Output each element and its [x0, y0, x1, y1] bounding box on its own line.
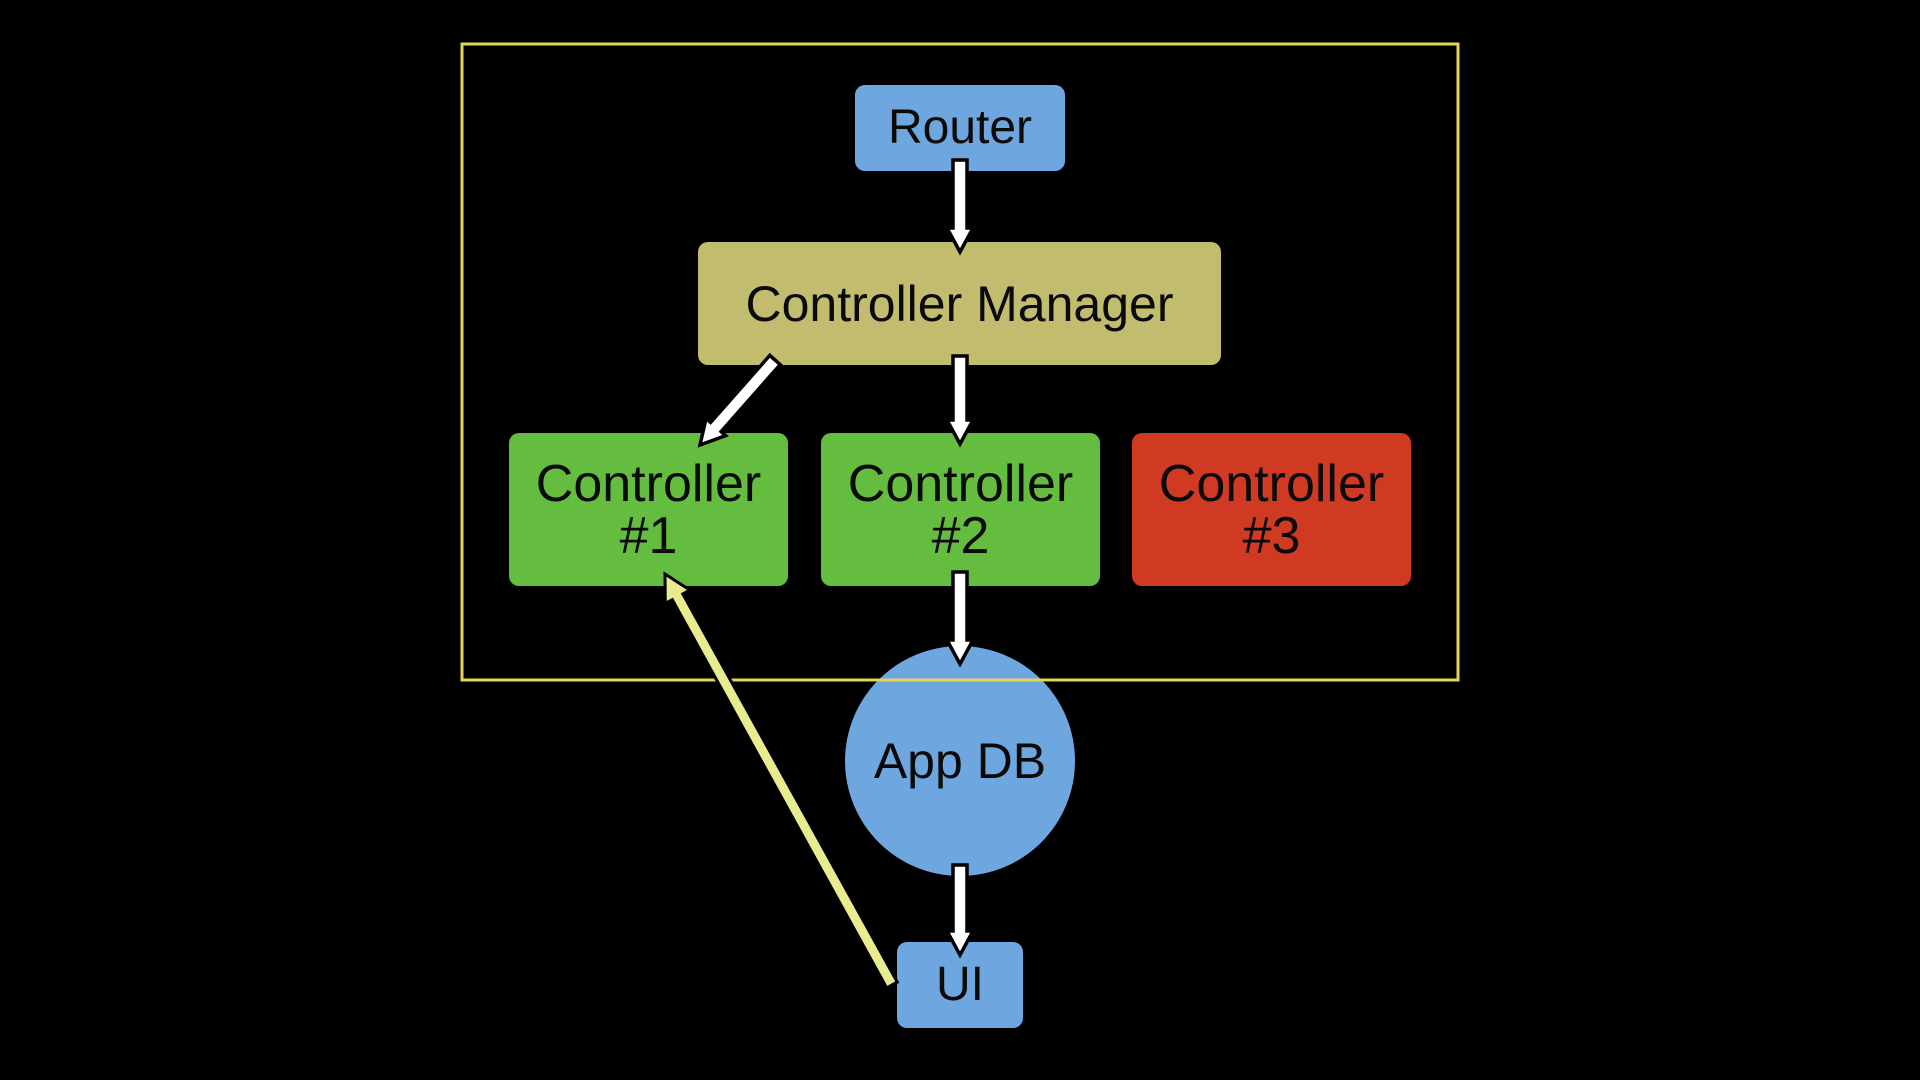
app-db-label: App DB: [873, 733, 1047, 789]
controller-3-node: Controller #3: [1132, 433, 1411, 586]
controller-manager-label: Controller Manager: [745, 275, 1174, 332]
controller-2-node: Controller #2: [821, 433, 1100, 586]
ui-node: UI: [897, 942, 1023, 1028]
controller-1-node: Controller #1: [509, 433, 788, 586]
app-db-node: App DB: [845, 646, 1075, 876]
arrow-manager-controller1: [697, 352, 783, 448]
arrow-router-manager: [944, 158, 976, 256]
router-label: Router: [887, 101, 1033, 154]
router-node: Router: [855, 85, 1065, 171]
controller-manager-node: Controller Manager: [698, 242, 1221, 365]
controller-1-label: Controller #1: [535, 454, 762, 565]
controller-3-label: Controller #3: [1158, 454, 1385, 565]
ui-label: UI: [936, 958, 984, 1011]
controller-2-label: Controller #2: [847, 454, 1074, 565]
arrow-manager-controller2: [944, 354, 976, 448]
